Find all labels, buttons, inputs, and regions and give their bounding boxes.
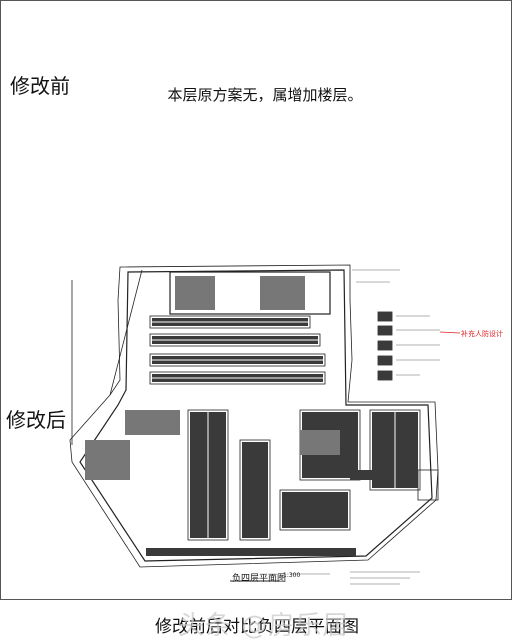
building-outline — [79, 269, 433, 562]
note-no-original-plan: 本层原方案无，属增加楼层。 — [167, 86, 363, 104]
caption: 修改前后对比负四层平面图 — [155, 617, 359, 637]
watermark: 头条 @房乐居 — [178, 611, 350, 641]
drawing-frame — [0, 0, 512, 600]
plan-title: 负四层平面图 — [232, 574, 287, 584]
label-before: 修改前 — [10, 74, 70, 98]
supplement-note: 补充人防设计 — [461, 330, 503, 338]
label-after: 修改后 — [6, 408, 66, 432]
plan-scale: 1:300 — [283, 572, 301, 579]
site-boundary — [69, 264, 439, 568]
floor-plan-drawing — [69, 264, 461, 585]
